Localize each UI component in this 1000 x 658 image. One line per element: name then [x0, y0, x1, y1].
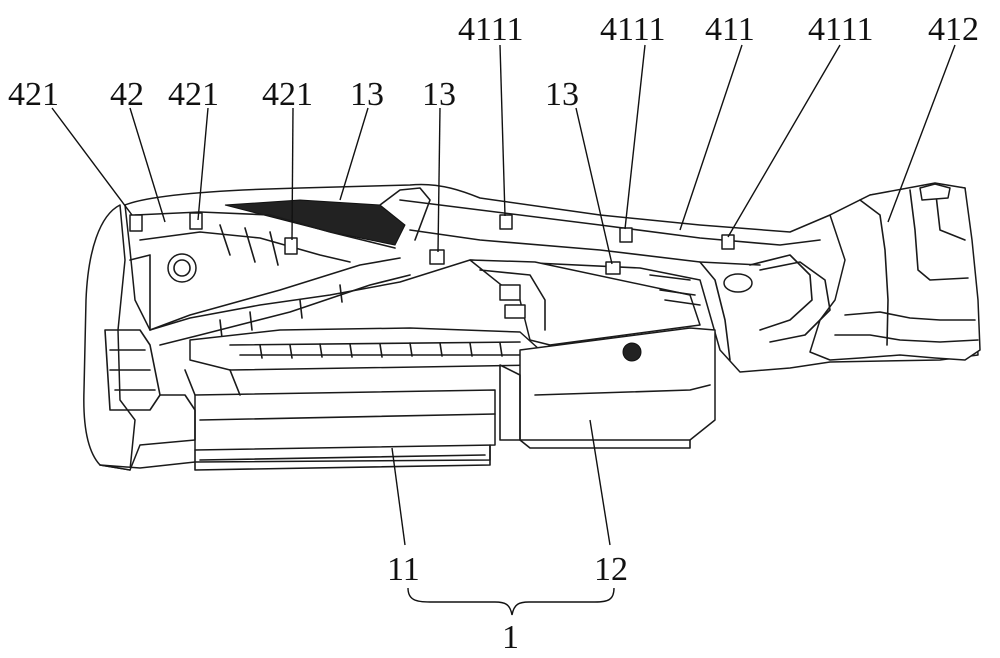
label-13-a: 13: [350, 76, 384, 113]
label-411: 411: [705, 11, 755, 48]
box-11-left-edge: [160, 395, 195, 440]
clip-13-b: [430, 250, 444, 264]
left-end-cap: [84, 205, 135, 470]
box-12-base: [520, 440, 690, 448]
box-11-top: [190, 328, 540, 370]
label-1: 1: [502, 619, 519, 656]
clip-4111-b: [620, 228, 632, 242]
label-11: 11: [387, 551, 420, 588]
group-brace: [408, 588, 614, 615]
box-12-left-post: [500, 365, 520, 440]
rear-clip: [920, 184, 950, 200]
top-hole-right: [724, 274, 752, 292]
box-11-corner: [185, 370, 240, 395]
leader-411: [680, 45, 742, 230]
label-412: 412: [928, 11, 979, 48]
clip-13-c: [606, 262, 620, 274]
box-12-slot-b: [505, 305, 525, 318]
label-421-a: 421: [8, 76, 59, 113]
label-4111-c: 4111: [808, 11, 873, 48]
label-42: 42: [110, 76, 144, 113]
left-round-boss: [168, 254, 196, 282]
box-12-hole: [623, 343, 641, 361]
clip-4111-a: [500, 215, 512, 229]
label-4111-b: 4111: [600, 11, 665, 48]
box-12-slot-a: [500, 285, 520, 300]
label-13-c: 13: [545, 76, 579, 113]
leader-4111-b: [625, 45, 645, 229]
clip-421-a: [130, 215, 142, 231]
clip-4111-c: [722, 235, 734, 249]
leader-4111-c: [728, 45, 840, 237]
label-4111-a: 4111: [458, 11, 523, 48]
label-12: 12: [594, 551, 628, 588]
box-11-front: [195, 390, 495, 450]
leader-421-a: [52, 108, 132, 215]
leader-11: [392, 448, 405, 545]
clip-421-c: [285, 238, 297, 254]
label-421-c: 421: [262, 76, 313, 113]
label-421-b: 421: [168, 76, 219, 113]
clip-421-b: [190, 213, 202, 229]
label-13-b: 13: [422, 76, 456, 113]
leader-4111-a: [500, 45, 505, 216]
leader-421-c: [292, 108, 293, 240]
